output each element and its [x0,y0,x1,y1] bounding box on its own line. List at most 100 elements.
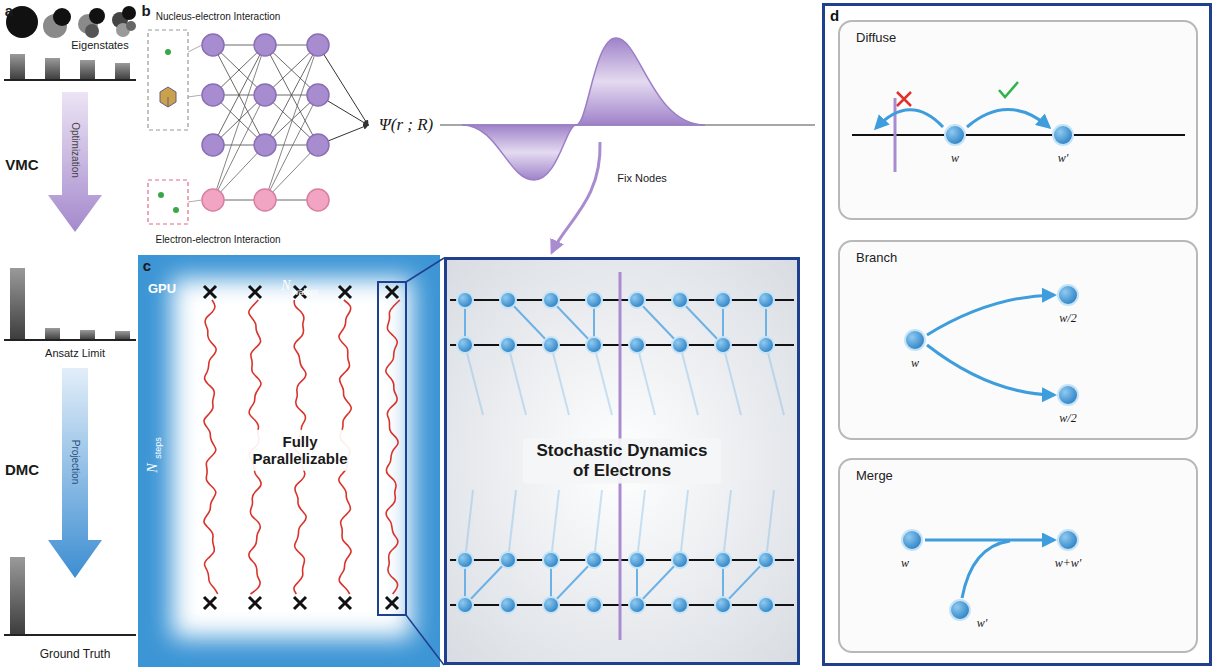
branch-illustration [927,345,1054,395]
label: w' [1058,152,1069,166]
walker-endpoint [249,286,261,298]
walker-circle [715,292,731,308]
probability-bars [10,557,25,635]
walker-circle [629,552,645,568]
vmc-arrow [48,92,102,232]
walker-circle [457,597,473,613]
trajectory-step [465,560,508,605]
trajectory-step [723,345,741,415]
network-weight [188,200,202,202]
label: a [5,2,13,19]
wavefunction [440,38,815,180]
zoom-line [406,615,444,665]
neuron [307,84,329,106]
node-label: Stochastic Dynamics of Electrons [523,438,721,483]
input-brackets [158,192,164,198]
diffuse-illustration [852,82,1185,172]
node-label: Diffuse [856,31,896,46]
zoom-line [406,258,444,282]
branch-illustration [927,295,1054,335]
walker-circle [950,600,970,620]
trajectory-step [594,490,602,560]
trajectory-step [766,345,784,415]
trajectory-step [637,300,680,345]
trajectory-step [465,345,483,415]
eigenstate-icons [122,6,136,20]
input-brackets [148,30,188,130]
node-label: Fully Parallelizable [231,430,369,471]
neuron [307,134,329,156]
probability-bars [80,60,95,80]
trajectory-step [637,490,645,560]
walker-circle [715,597,731,613]
input-brackets [165,49,171,55]
diffuse-illustration [876,110,943,128]
process-grounds [838,240,1198,440]
walker-endpoint [204,597,216,609]
gpu-panel: GPUFully Parallelizable [138,255,440,667]
label: VMC [5,156,38,173]
label: w' [977,617,988,631]
label: N [281,278,290,294]
diffuse-illustration [894,98,897,172]
walker-endpoint [386,597,398,609]
walker-circle [500,597,516,613]
label: DMC [5,461,39,478]
process-box: Diffuse [838,20,1198,220]
walker-circle [672,597,688,613]
walker-circle [586,597,602,613]
node-label: Branch [856,251,897,266]
merge-illustration [925,539,1054,542]
label: w [911,357,919,371]
neuron [307,189,329,211]
node-label: Merge [856,469,893,484]
neural-network [188,34,368,211]
zoom-box: Stochastic Dynamics of Electrons [444,257,800,665]
label: w/2 [1059,412,1076,426]
walker-circle [629,337,645,353]
neuron [202,134,224,156]
label: w [951,152,959,166]
trajectory-step [680,345,698,415]
walker-path [204,300,218,594]
walker-circle [457,552,473,568]
walker-circle [715,337,731,353]
walker-circle [758,552,774,568]
node-label: d [830,7,839,24]
label: Fix Nodes [617,172,667,185]
probability-bars [10,54,25,80]
walker-circle [672,337,688,353]
trajectory-step [508,490,516,560]
trajectory-step [551,560,594,605]
label: N [145,463,161,472]
walker-circle [586,552,602,568]
trajectory-step [680,300,723,345]
label: c [143,257,151,274]
zoom-ground [444,257,800,665]
walker-circle [457,292,473,308]
trajectory-step [508,345,526,415]
walker-circle [758,597,774,613]
process-grounds [838,20,1198,653]
probability-bars [4,634,136,636]
trajectory-step [551,300,594,345]
walker-paths [204,286,400,609]
probability-bars [4,339,136,341]
walker-circle [1058,285,1078,305]
walker-circle [543,552,559,568]
walker-circle [543,337,559,353]
panel-frame: dDiffuseBranchMerge [822,3,1212,666]
walker-circle [457,337,473,353]
label: Optimization [69,122,81,178]
walker-circle [905,330,925,350]
trajectory-step [551,490,559,560]
selected-walker [378,282,406,615]
trajectory-step [508,300,551,345]
walker-endpoint [204,286,216,298]
walker-circle [586,292,602,308]
walker-endpoint [339,597,351,609]
neuron [254,84,276,106]
label: Ansatz Limit [45,347,105,360]
